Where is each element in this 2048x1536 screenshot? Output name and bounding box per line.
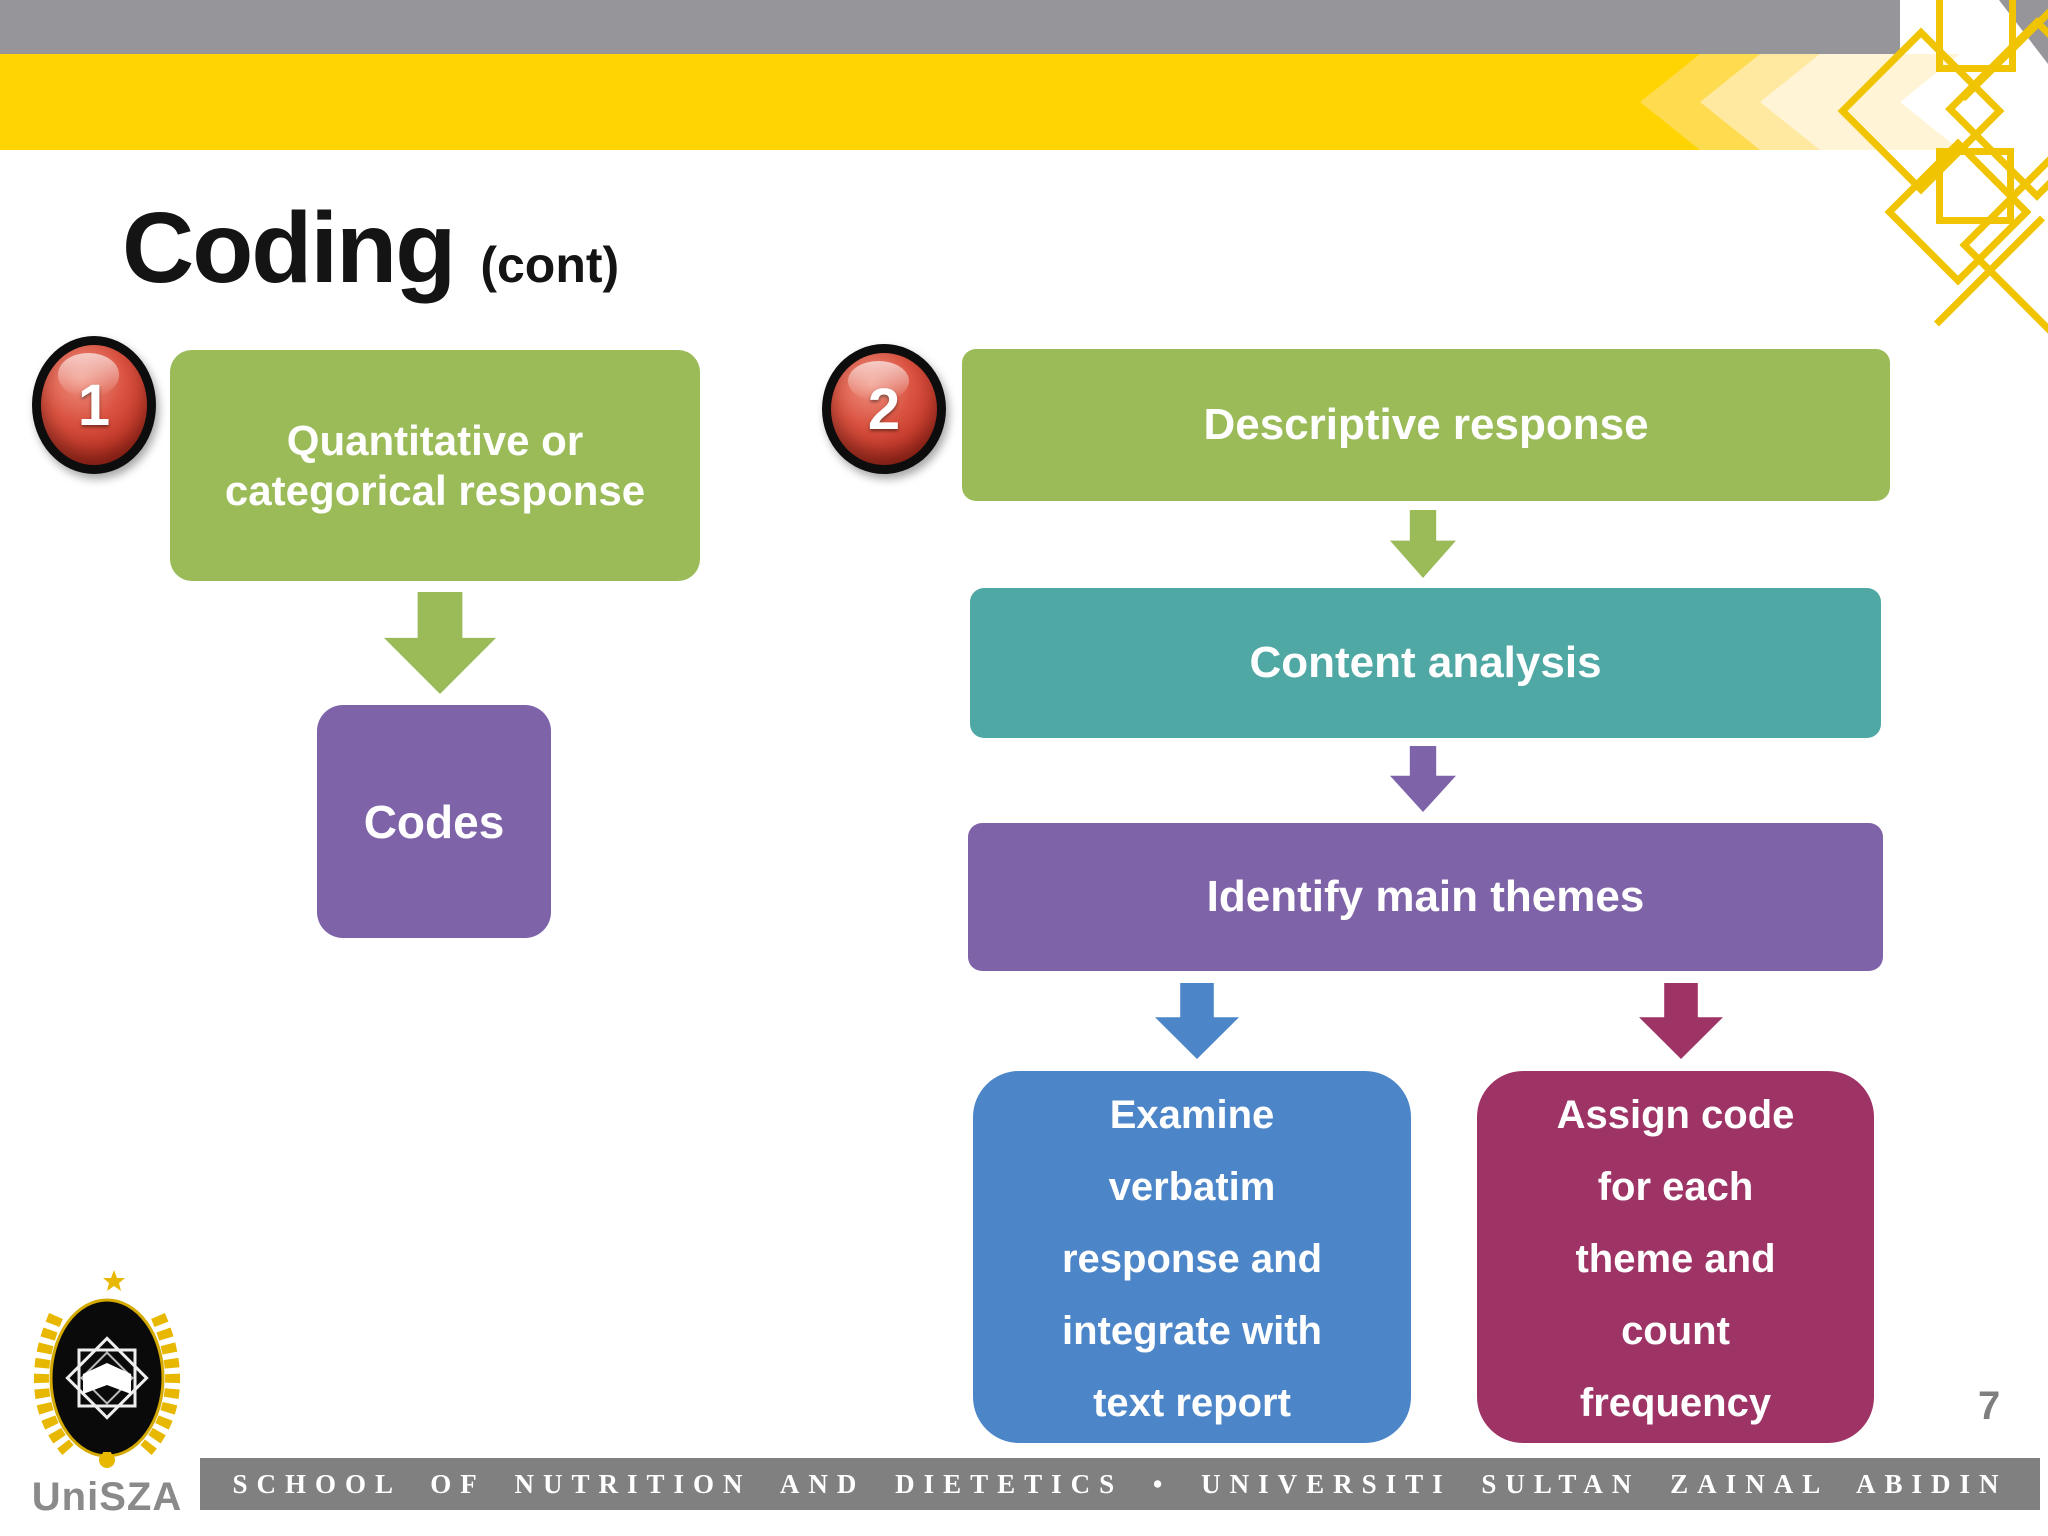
badge-1: 1 (32, 336, 156, 474)
arrow-down-maroon (1639, 983, 1723, 1059)
box-descriptive-response-label: Descriptive response (1203, 400, 1649, 449)
arrow-down-blue (1155, 983, 1239, 1059)
title-suffix: (cont) (480, 237, 620, 293)
top-gray-bar (0, 0, 1900, 54)
badge-2-number: 2 (867, 376, 901, 442)
box-examine-verbatim-label: Examine verbatim response and integrate … (1061, 1093, 1323, 1425)
unisza-wordmark: UniSZA (31, 1475, 183, 1519)
diamond-outline (1936, 0, 2016, 72)
box-assign-code-label: Assign code for each theme and count fre… (1556, 1093, 1795, 1425)
page-number: 7 (1978, 1384, 2001, 1428)
box-codes-label: Codes (363, 795, 505, 848)
title-main: Coding (122, 192, 456, 304)
arrow-down-purple (1390, 746, 1456, 812)
badge-1-number: 1 (77, 372, 111, 438)
box-quantitative-response: Quantitative or categorical response (170, 350, 700, 581)
unisza-logo: UniSZA (26, 1262, 188, 1520)
box-codes: Codes (317, 705, 551, 938)
box-examine-verbatim: Examine verbatim response and integrate … (973, 1071, 1411, 1443)
box-identify-themes-label: Identify main themes (1206, 872, 1645, 921)
arrow-down-green-right (1390, 510, 1456, 578)
yellow-band (0, 54, 1712, 150)
box-content-analysis-label: Content analysis (1249, 638, 1602, 687)
box-descriptive-response: Descriptive response (962, 349, 1890, 501)
box-assign-code: Assign code for each theme and count fre… (1477, 1071, 1874, 1443)
unisza-emblem (33, 1270, 181, 1468)
box-content-analysis: Content analysis (970, 588, 1881, 738)
arrow-down-green-left (384, 592, 496, 694)
box-identify-themes: Identify main themes (968, 823, 1883, 971)
diamond-outline (1936, 148, 2014, 224)
box-quantitative-response-label: Quantitative or categorical response (224, 416, 646, 514)
footer-bar: SCHOOL OF NUTRITION AND DIETETICS • UNIV… (200, 1458, 2040, 1510)
slide-title: Coding(cont) (122, 198, 619, 298)
badge-2: 2 (822, 344, 946, 474)
footer-text: SCHOOL OF NUTRITION AND DIETETICS • UNIV… (232, 1468, 2008, 1499)
